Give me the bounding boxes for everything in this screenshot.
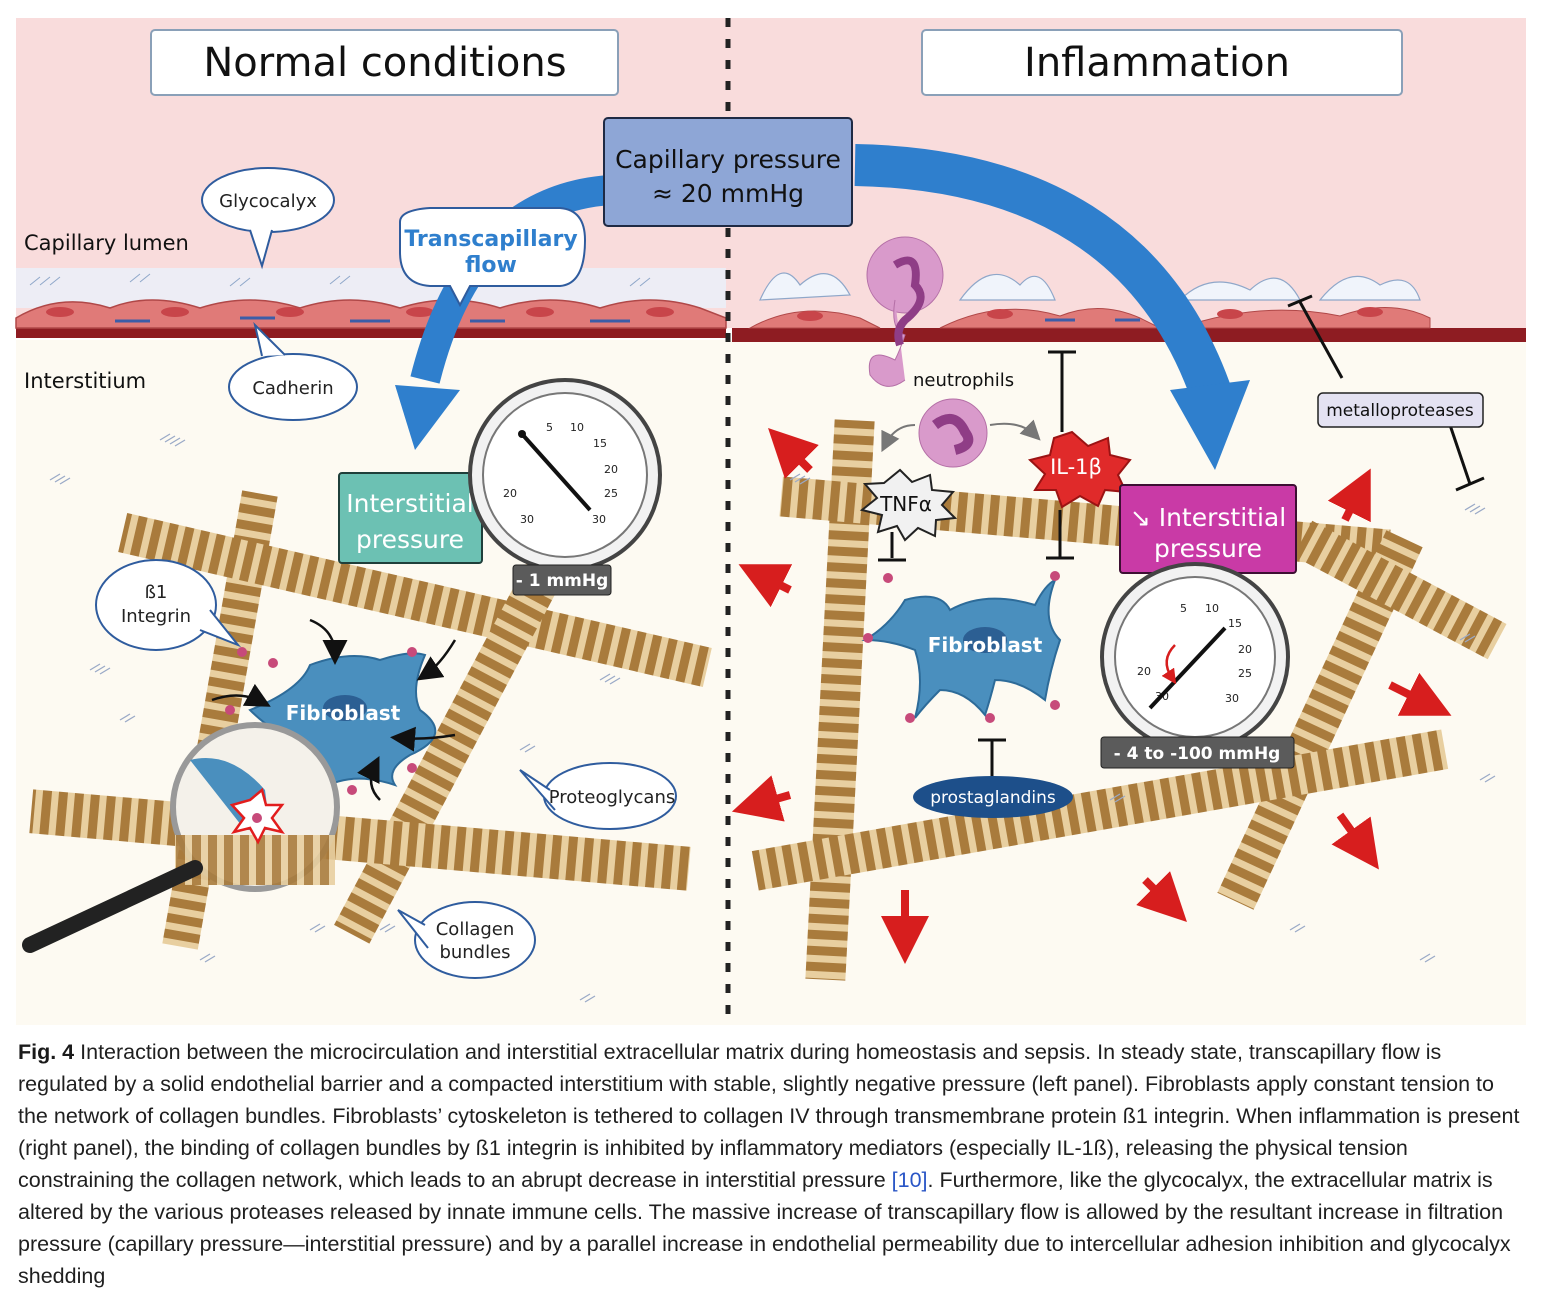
gauge-left-tick-15: 15 bbox=[593, 437, 607, 450]
gauge-right-tick-30: 30 bbox=[1225, 692, 1239, 705]
capillary-pressure-line2: ≈ 20 mmHg bbox=[652, 179, 804, 208]
magnifier-inset bbox=[22, 722, 340, 953]
gauge-left-tick-20: 20 bbox=[604, 463, 618, 476]
vessel-wall-right bbox=[732, 328, 1526, 342]
figure-diagram: Normal conditions Inflammation Capillary… bbox=[15, 18, 1526, 1025]
metalloproteases-box bbox=[1317, 392, 1484, 428]
citation-link[interactable]: [10] bbox=[891, 1168, 928, 1192]
fibroblast-right-label: Fibroblast bbox=[928, 633, 1043, 657]
collagen-callout bbox=[414, 901, 536, 979]
endothelium-left bbox=[15, 268, 727, 329]
gauge-left-reading: - 1 mmHg bbox=[516, 571, 609, 591]
metalloproteases-label: metalloproteases bbox=[1326, 401, 1474, 421]
gauge-right-reading: - 4 to -100 mmHg bbox=[1114, 744, 1281, 764]
fibroblast-right bbox=[861, 577, 1062, 719]
tnfa-burst bbox=[859, 468, 958, 542]
neutrophil-transmigrating bbox=[866, 236, 944, 387]
gauge-right-tick-5: 5 bbox=[1180, 602, 1187, 615]
transcapillary-bubble bbox=[399, 207, 587, 308]
left-panel-title: Normal conditions bbox=[203, 40, 566, 86]
vessel-wall bbox=[16, 328, 726, 338]
collagen-line1: Collagen bbox=[436, 919, 515, 940]
gauge-right-tick-20: 20 bbox=[1238, 643, 1252, 656]
gauge-left-tick-25: 25 bbox=[604, 487, 618, 500]
cadherin-label: Cadherin bbox=[252, 378, 333, 399]
il1b-burst bbox=[1027, 430, 1132, 509]
gauge-left-reading-box bbox=[512, 564, 612, 596]
figure-label: Fig. 4 bbox=[18, 1040, 75, 1064]
gauge-left-tick-5: 5 bbox=[546, 421, 553, 434]
neutrophils-label: neutrophils bbox=[913, 370, 1014, 391]
proteoglycans-label: Proteoglycans bbox=[549, 787, 676, 808]
right-title-box bbox=[921, 29, 1403, 96]
transcapillary-line1: Transcapillary bbox=[404, 227, 577, 252]
pressure-gauge-right: 5 10 15 20 25 30 20 30 bbox=[1100, 562, 1290, 752]
cadherin-callout bbox=[228, 353, 358, 421]
interstitial-left-line2: pressure bbox=[356, 525, 464, 554]
left-title-box bbox=[150, 29, 619, 96]
fibroblast-left-nucleus bbox=[323, 695, 367, 721]
gauge-right-reading-box bbox=[1100, 736, 1295, 769]
gauge-right-tick-10: 10 bbox=[1205, 602, 1219, 615]
prostaglandins-label: prostaglandins bbox=[930, 788, 1056, 808]
interstitial-right-line2: pressure bbox=[1154, 534, 1262, 563]
integrin-anchors-left bbox=[225, 647, 417, 795]
proteoglycans-right bbox=[789, 473, 1496, 963]
caption-text-part2: . Furthermore, like the glycocalyx, the … bbox=[18, 1168, 1511, 1288]
fibroblast-right-nucleus bbox=[963, 627, 1007, 653]
b1-integrin-line2: Integrin bbox=[121, 606, 191, 627]
gauge-left-tick-30: 30 bbox=[592, 513, 606, 526]
right-panel-title: Inflammation bbox=[1024, 40, 1290, 86]
inhibition-bars bbox=[878, 294, 1485, 780]
capillary-lumen-label: Capillary lumen bbox=[24, 231, 189, 255]
gauge-left-tick-10: 10 bbox=[570, 421, 584, 434]
b1-integrin-callout bbox=[95, 559, 217, 651]
right-flow-arrow bbox=[854, 144, 1230, 398]
pressure-gauge-left: 5 10 15 20 25 30 20 30 bbox=[468, 378, 662, 572]
proteoglycans-left bbox=[49, 433, 621, 1003]
endothelium-right bbox=[748, 272, 1431, 329]
left-flow-arrow-head bbox=[395, 385, 460, 450]
glycocalyx-label: Glycocalyx bbox=[219, 191, 317, 212]
expansion-arrows bbox=[731, 428, 1452, 964]
il1b-label: IL-1β bbox=[1050, 455, 1102, 479]
gauge-right-tick-15: 15 bbox=[1228, 617, 1242, 630]
b1-integrin-line1: ß1 bbox=[145, 582, 168, 603]
gauge-left-tick-20b: 20 bbox=[503, 487, 517, 500]
gauge-right-tick-20b: 20 bbox=[1137, 665, 1151, 678]
right-flow-arrow-head bbox=[1170, 380, 1250, 470]
neutrophil bbox=[918, 398, 988, 468]
fibroblast-left-label: Fibroblast bbox=[286, 701, 401, 725]
integrin-anchors-right bbox=[863, 571, 1060, 723]
interstitial-right-line1: ↘ Interstitial bbox=[1130, 503, 1286, 532]
gauge-right-tick-25: 25 bbox=[1238, 667, 1252, 680]
tension-arrows-left bbox=[211, 618, 457, 801]
capillary-pressure-line1: Capillary pressure bbox=[615, 145, 841, 174]
interstitial-left-line1: Interstitial bbox=[346, 489, 473, 518]
interstitium-label: Interstitium bbox=[24, 369, 146, 393]
caption-text-part1: Interaction between the microcirculation… bbox=[18, 1040, 1520, 1192]
tnfa-label: TNFα bbox=[879, 492, 932, 516]
transcapillary-line2: flow bbox=[465, 253, 517, 278]
collagen-line2: bundles bbox=[439, 942, 510, 963]
capillary-pressure-box bbox=[603, 117, 853, 227]
gauge-left-tick-30b: 30 bbox=[520, 513, 534, 526]
prostaglandins-pill bbox=[913, 776, 1073, 818]
